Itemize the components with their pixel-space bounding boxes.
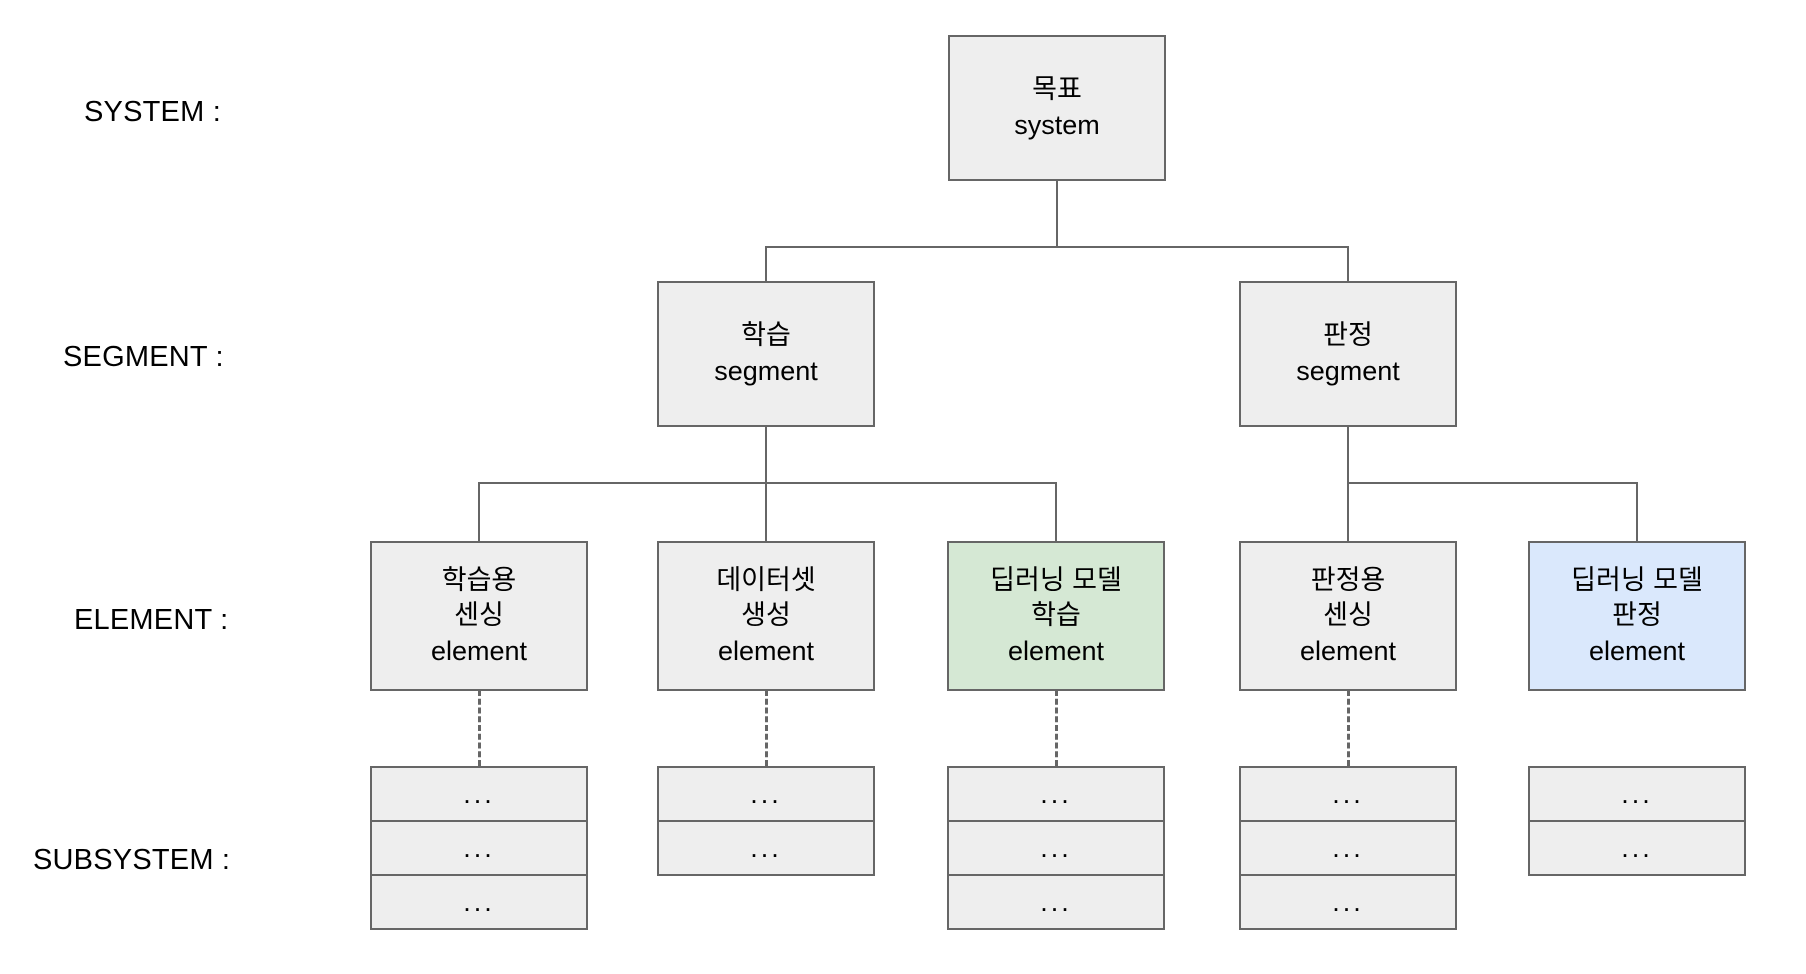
- node-element-1-line3: element: [430, 635, 528, 666]
- node-element-2-line2: 생성: [741, 600, 791, 631]
- subsystem-cell[interactable]: ...: [657, 820, 875, 876]
- subsystem-cell[interactable]: ...: [1528, 820, 1746, 876]
- subsystem-cell[interactable]: ...: [1239, 820, 1457, 876]
- connector-subsystem-4-dashed: [1347, 690, 1350, 766]
- subsystem-stack-2: ... ...: [657, 766, 875, 876]
- node-element-deeplearning-training[interactable]: 딥러닝 모델 학습 element: [947, 541, 1165, 691]
- connector-system-down: [1056, 180, 1058, 248]
- connector-segment-left-drop: [765, 246, 767, 282]
- node-element-5-line2: 판정: [1612, 600, 1662, 631]
- node-element-5-line1: 딥러닝 모델: [1571, 564, 1703, 595]
- subsystem-cell[interactable]: ...: [1239, 766, 1457, 822]
- node-segment-judgment[interactable]: 판정 segment: [1239, 281, 1457, 427]
- subsystem-cell[interactable]: ...: [657, 766, 875, 822]
- node-element-4-line3: element: [1299, 635, 1397, 666]
- subsystem-stack-1: ... ... ...: [370, 766, 588, 930]
- row-label-segment: SEGMENT :: [63, 341, 224, 373]
- node-system[interactable]: 목표 system: [948, 35, 1166, 181]
- node-system-line1: 목표: [1032, 74, 1082, 105]
- row-label-element: ELEMENT :: [74, 604, 229, 636]
- node-segment-learning[interactable]: 학습 segment: [657, 281, 875, 427]
- connector-element-1-drop: [478, 482, 480, 542]
- connector-right-segment-down: [1347, 425, 1349, 483]
- node-element-5-line3: element: [1588, 635, 1686, 666]
- node-system-line2: system: [1014, 110, 1100, 140]
- node-element-3-line2: 학습: [1031, 600, 1081, 631]
- node-element-4-line2: 센싱: [1323, 600, 1373, 631]
- node-segment-learning-line1: 학습: [741, 320, 791, 351]
- node-element-1-line2: 센싱: [454, 600, 504, 631]
- subsystem-cell[interactable]: ...: [370, 820, 588, 876]
- connector-subsystem-2-dashed: [765, 690, 768, 766]
- subsystem-cell[interactable]: ...: [947, 766, 1165, 822]
- node-segment-learning-line2: segment: [714, 356, 818, 386]
- node-segment-judgment-line2: segment: [1296, 356, 1400, 386]
- subsystem-cell[interactable]: ...: [947, 820, 1165, 876]
- node-element-4-line1: 판정용: [1310, 564, 1386, 595]
- node-element-sensing-judgment[interactable]: 판정용 센싱 element: [1239, 541, 1457, 691]
- subsystem-cell[interactable]: ...: [1239, 874, 1457, 930]
- row-label-system: SYSTEM :: [84, 96, 221, 128]
- subsystem-cell[interactable]: ...: [370, 766, 588, 822]
- node-segment-judgment-line1: 판정: [1323, 320, 1373, 351]
- node-element-2-line1: 데이터셋: [716, 564, 816, 595]
- connector-left-segment-down: [765, 425, 767, 483]
- connector-right-element-bus: [1347, 482, 1638, 484]
- node-element-dataset-generation[interactable]: 데이터셋 생성 element: [657, 541, 875, 691]
- connector-subsystem-3-dashed: [1055, 690, 1058, 766]
- node-element-2-line3: element: [717, 635, 815, 666]
- row-label-subsystem: SUBSYSTEM :: [33, 844, 231, 876]
- connector-element-2-drop: [765, 482, 767, 542]
- subsystem-stack-4: ... ... ...: [1239, 766, 1457, 930]
- connector-left-element-bus: [479, 482, 1057, 484]
- node-element-3-line3: element: [1007, 635, 1105, 666]
- subsystem-stack-5: ... ...: [1528, 766, 1746, 876]
- subsystem-stack-3: ... ... ...: [947, 766, 1165, 930]
- connector-element-5-drop: [1636, 482, 1638, 542]
- subsystem-cell[interactable]: ...: [370, 874, 588, 930]
- subsystem-cell[interactable]: ...: [947, 874, 1165, 930]
- connector-segment-right-drop: [1347, 246, 1349, 282]
- connector-element-4-drop: [1347, 482, 1349, 542]
- node-element-1-line1: 학습용: [441, 564, 517, 595]
- connector-segment-bus: [766, 246, 1349, 248]
- node-element-sensing-training[interactable]: 학습용 센싱 element: [370, 541, 588, 691]
- subsystem-cell[interactable]: ...: [1528, 766, 1746, 822]
- connector-subsystem-1-dashed: [478, 690, 481, 766]
- node-element-deeplearning-judgment[interactable]: 딥러닝 모델 판정 element: [1528, 541, 1746, 691]
- node-element-3-line1: 딥러닝 모델: [990, 564, 1122, 595]
- connector-element-3-drop: [1055, 482, 1057, 542]
